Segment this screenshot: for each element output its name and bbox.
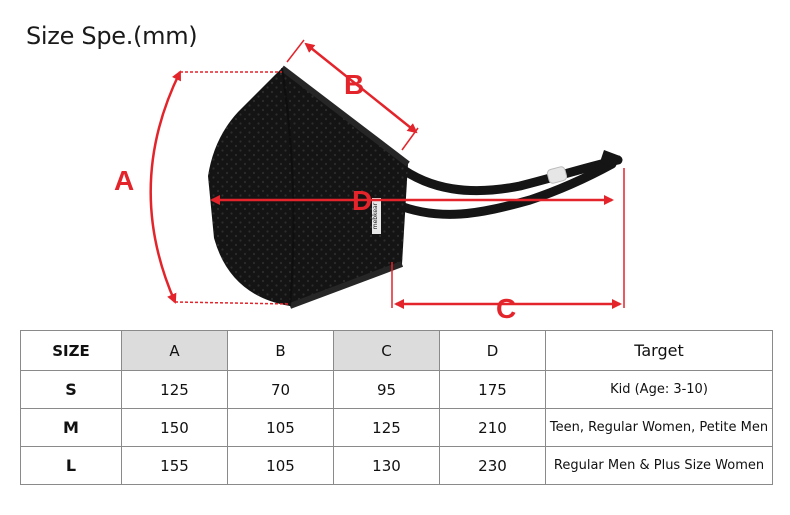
cell-size: S bbox=[20, 370, 122, 409]
cell-b: 105 bbox=[227, 408, 334, 447]
label-b: B bbox=[344, 69, 364, 100]
cell-c: 125 bbox=[333, 408, 440, 447]
label-a: A bbox=[114, 165, 134, 196]
table-row: M 150 105 125 210 Teen, Regular Women, P… bbox=[20, 408, 773, 447]
cell-target: Kid (Age: 3-10) bbox=[545, 370, 773, 409]
header-b: B bbox=[227, 330, 334, 371]
table-row: S 125 70 95 175 Kid (Age: 3-10) bbox=[20, 370, 773, 409]
label-d: D bbox=[352, 185, 372, 216]
cell-d: 210 bbox=[439, 408, 546, 447]
table-row: L 155 105 130 230 Regular Men & Plus Siz… bbox=[20, 446, 773, 485]
header-size: SIZE bbox=[20, 330, 122, 371]
header-c: C bbox=[333, 330, 440, 371]
cell-c: 130 bbox=[333, 446, 440, 485]
cell-size: M bbox=[20, 408, 122, 447]
cell-b: 70 bbox=[227, 370, 334, 409]
mask-brand-tag: mebkear bbox=[372, 202, 379, 229]
header-a: A bbox=[121, 330, 228, 371]
cell-d: 175 bbox=[439, 370, 546, 409]
header-d: D bbox=[439, 330, 546, 371]
dimension-d: D bbox=[210, 185, 614, 216]
dimension-a: A bbox=[114, 70, 291, 305]
mask-body: mebkear bbox=[208, 65, 410, 309]
cell-target: Teen, Regular Women, Petite Men bbox=[545, 408, 773, 447]
cell-target: Regular Men & Plus Size Women bbox=[545, 446, 773, 485]
cell-b: 105 bbox=[227, 446, 334, 485]
ear-strap bbox=[390, 150, 623, 219]
table-header-row: SIZE A B C D Target bbox=[20, 330, 773, 371]
cell-size: L bbox=[20, 446, 122, 485]
dimension-b: B bbox=[286, 39, 419, 151]
cell-a: 125 bbox=[121, 370, 228, 409]
size-table: SIZE A B C D Target S 125 70 95 175 Kid … bbox=[20, 330, 773, 485]
cell-c: 95 bbox=[333, 370, 440, 409]
cell-a: 155 bbox=[121, 446, 228, 485]
cell-a: 150 bbox=[121, 408, 228, 447]
mask-dimension-diagram: mebkear A B C D bbox=[114, 39, 625, 324]
dimension-c: C bbox=[391, 168, 625, 324]
header-target: Target bbox=[545, 330, 773, 371]
label-c: C bbox=[496, 293, 516, 324]
page-title: Size Spe.(mm) bbox=[26, 22, 198, 50]
cell-d: 230 bbox=[439, 446, 546, 485]
